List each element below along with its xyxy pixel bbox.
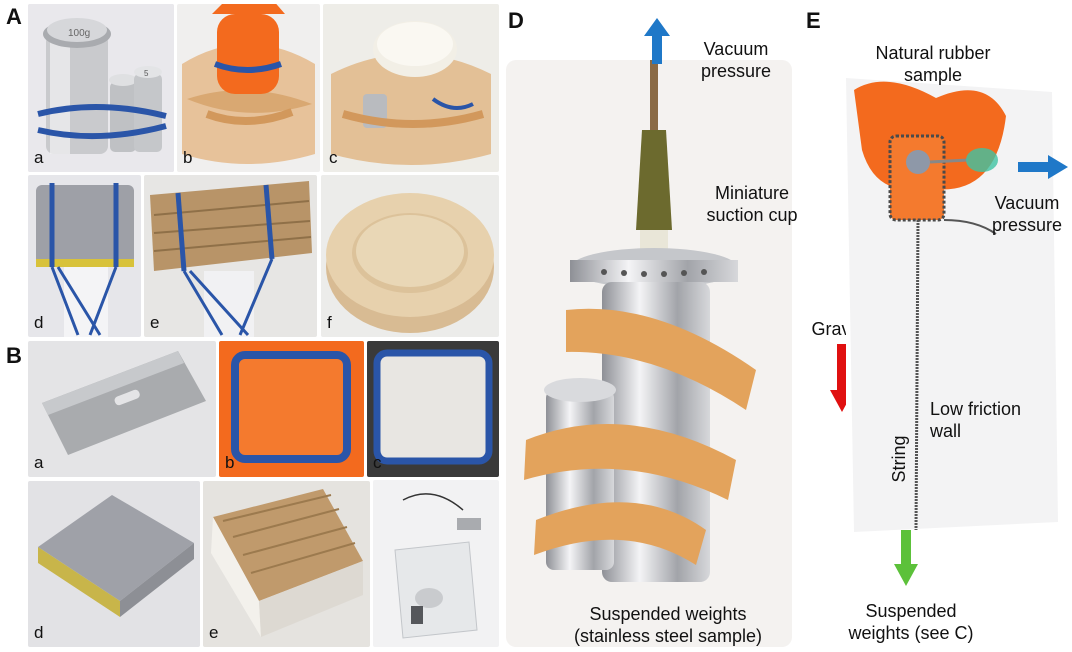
subpanel-label-b-b: b bbox=[225, 453, 235, 472]
subpanel-label-a-d: d bbox=[34, 313, 44, 332]
subpanel-label-a-f: f bbox=[327, 313, 332, 332]
label-e-rubber-line1: Natural rubber bbox=[875, 43, 991, 63]
label-e-low-friction-wall: Low friction wall bbox=[930, 398, 1060, 442]
label-e-natural-rubber-sample: Natural rubber sample bbox=[858, 42, 1008, 86]
label-d-vacuum-line1: Vacuum bbox=[703, 39, 769, 59]
label-d-weights-line2: (stainless steel sample) bbox=[573, 626, 763, 646]
panel-letter-e: E bbox=[806, 8, 821, 33]
label-e-wall-line2: wall bbox=[930, 421, 962, 441]
vacuum-arrow-right-icon bbox=[1018, 155, 1068, 179]
photo-b-e-wood-block: e bbox=[203, 481, 370, 647]
photo-a-e-wood-block-banded: e bbox=[144, 175, 317, 337]
photo-e-rubber-on-wall bbox=[846, 70, 1064, 532]
photo-b-d-grey-block: d bbox=[28, 481, 200, 647]
label-e-wall-line1: Low friction bbox=[930, 399, 1022, 419]
label-e-weights-line1: Suspended bbox=[865, 601, 957, 621]
photo-b-b-orange-rubber-square: b bbox=[219, 341, 364, 477]
subpanel-label-a-c: c bbox=[329, 148, 338, 167]
label-d-cup-line1: Miniature bbox=[714, 183, 790, 203]
photo-c-weights-kit bbox=[373, 480, 499, 647]
panel-letter-a: A bbox=[6, 4, 22, 29]
subpanel-label-a-a: a bbox=[34, 148, 44, 167]
label-d-cup-line2: suction cup bbox=[706, 205, 798, 225]
weights-arrow-down-icon bbox=[894, 530, 918, 586]
label-e-string: String bbox=[889, 435, 909, 483]
weight-marking-100g: 100g bbox=[68, 28, 90, 39]
photo-b-a-razor-blade: a bbox=[28, 341, 216, 477]
photo-a-d-grey-block-banded: d bbox=[28, 175, 141, 337]
label-e-suspended-weights: Suspended weights (see C) bbox=[836, 600, 986, 644]
label-e-vacuum-line1: Vacuum bbox=[994, 193, 1060, 213]
panel-letter-b: B bbox=[6, 343, 22, 368]
subpanel-label-b-c: c bbox=[373, 453, 382, 472]
photo-a-a-weights-banded: 100g 5 a bbox=[28, 4, 174, 172]
label-d-miniature-suction-cup: Miniature suction cup bbox=[692, 182, 812, 226]
label-e-rubber-line2: sample bbox=[903, 65, 963, 85]
subpanel-label-a-e: e bbox=[150, 313, 160, 332]
photo-a-f-wood-disc: f bbox=[321, 175, 499, 337]
photo-b-c-white-rubber-square: c bbox=[367, 341, 499, 477]
label-e-vacuum-line2: pressure bbox=[991, 215, 1063, 235]
subpanel-label-a-b: b bbox=[183, 148, 193, 167]
label-e-vacuum-pressure: Vacuum pressure bbox=[982, 192, 1072, 236]
label-d-suspended-weights: Suspended weights (stainless steel sampl… bbox=[548, 603, 788, 647]
label-d-weights-line1: Suspended weights bbox=[589, 604, 747, 624]
subpanel-label-b-a: a bbox=[34, 453, 44, 472]
label-d-vacuum-pressure: Vacuum pressure bbox=[676, 38, 796, 82]
vacuum-arrow-up-icon bbox=[644, 18, 670, 64]
label-d-vacuum-line2: pressure bbox=[700, 61, 772, 81]
subpanel-label-b-d: d bbox=[34, 623, 44, 642]
photo-d-suction-cup-setup bbox=[506, 60, 792, 647]
weight-marking-5: 5 bbox=[144, 69, 149, 78]
label-e-weights-line2: weights (see C) bbox=[848, 623, 974, 643]
subpanel-label-b-e: e bbox=[209, 623, 219, 642]
photo-a-b-orange-rubber-weights: b bbox=[177, 4, 320, 172]
panel-letter-d: D bbox=[508, 8, 524, 33]
photo-a-c-white-rubber-weights: c bbox=[323, 4, 499, 172]
